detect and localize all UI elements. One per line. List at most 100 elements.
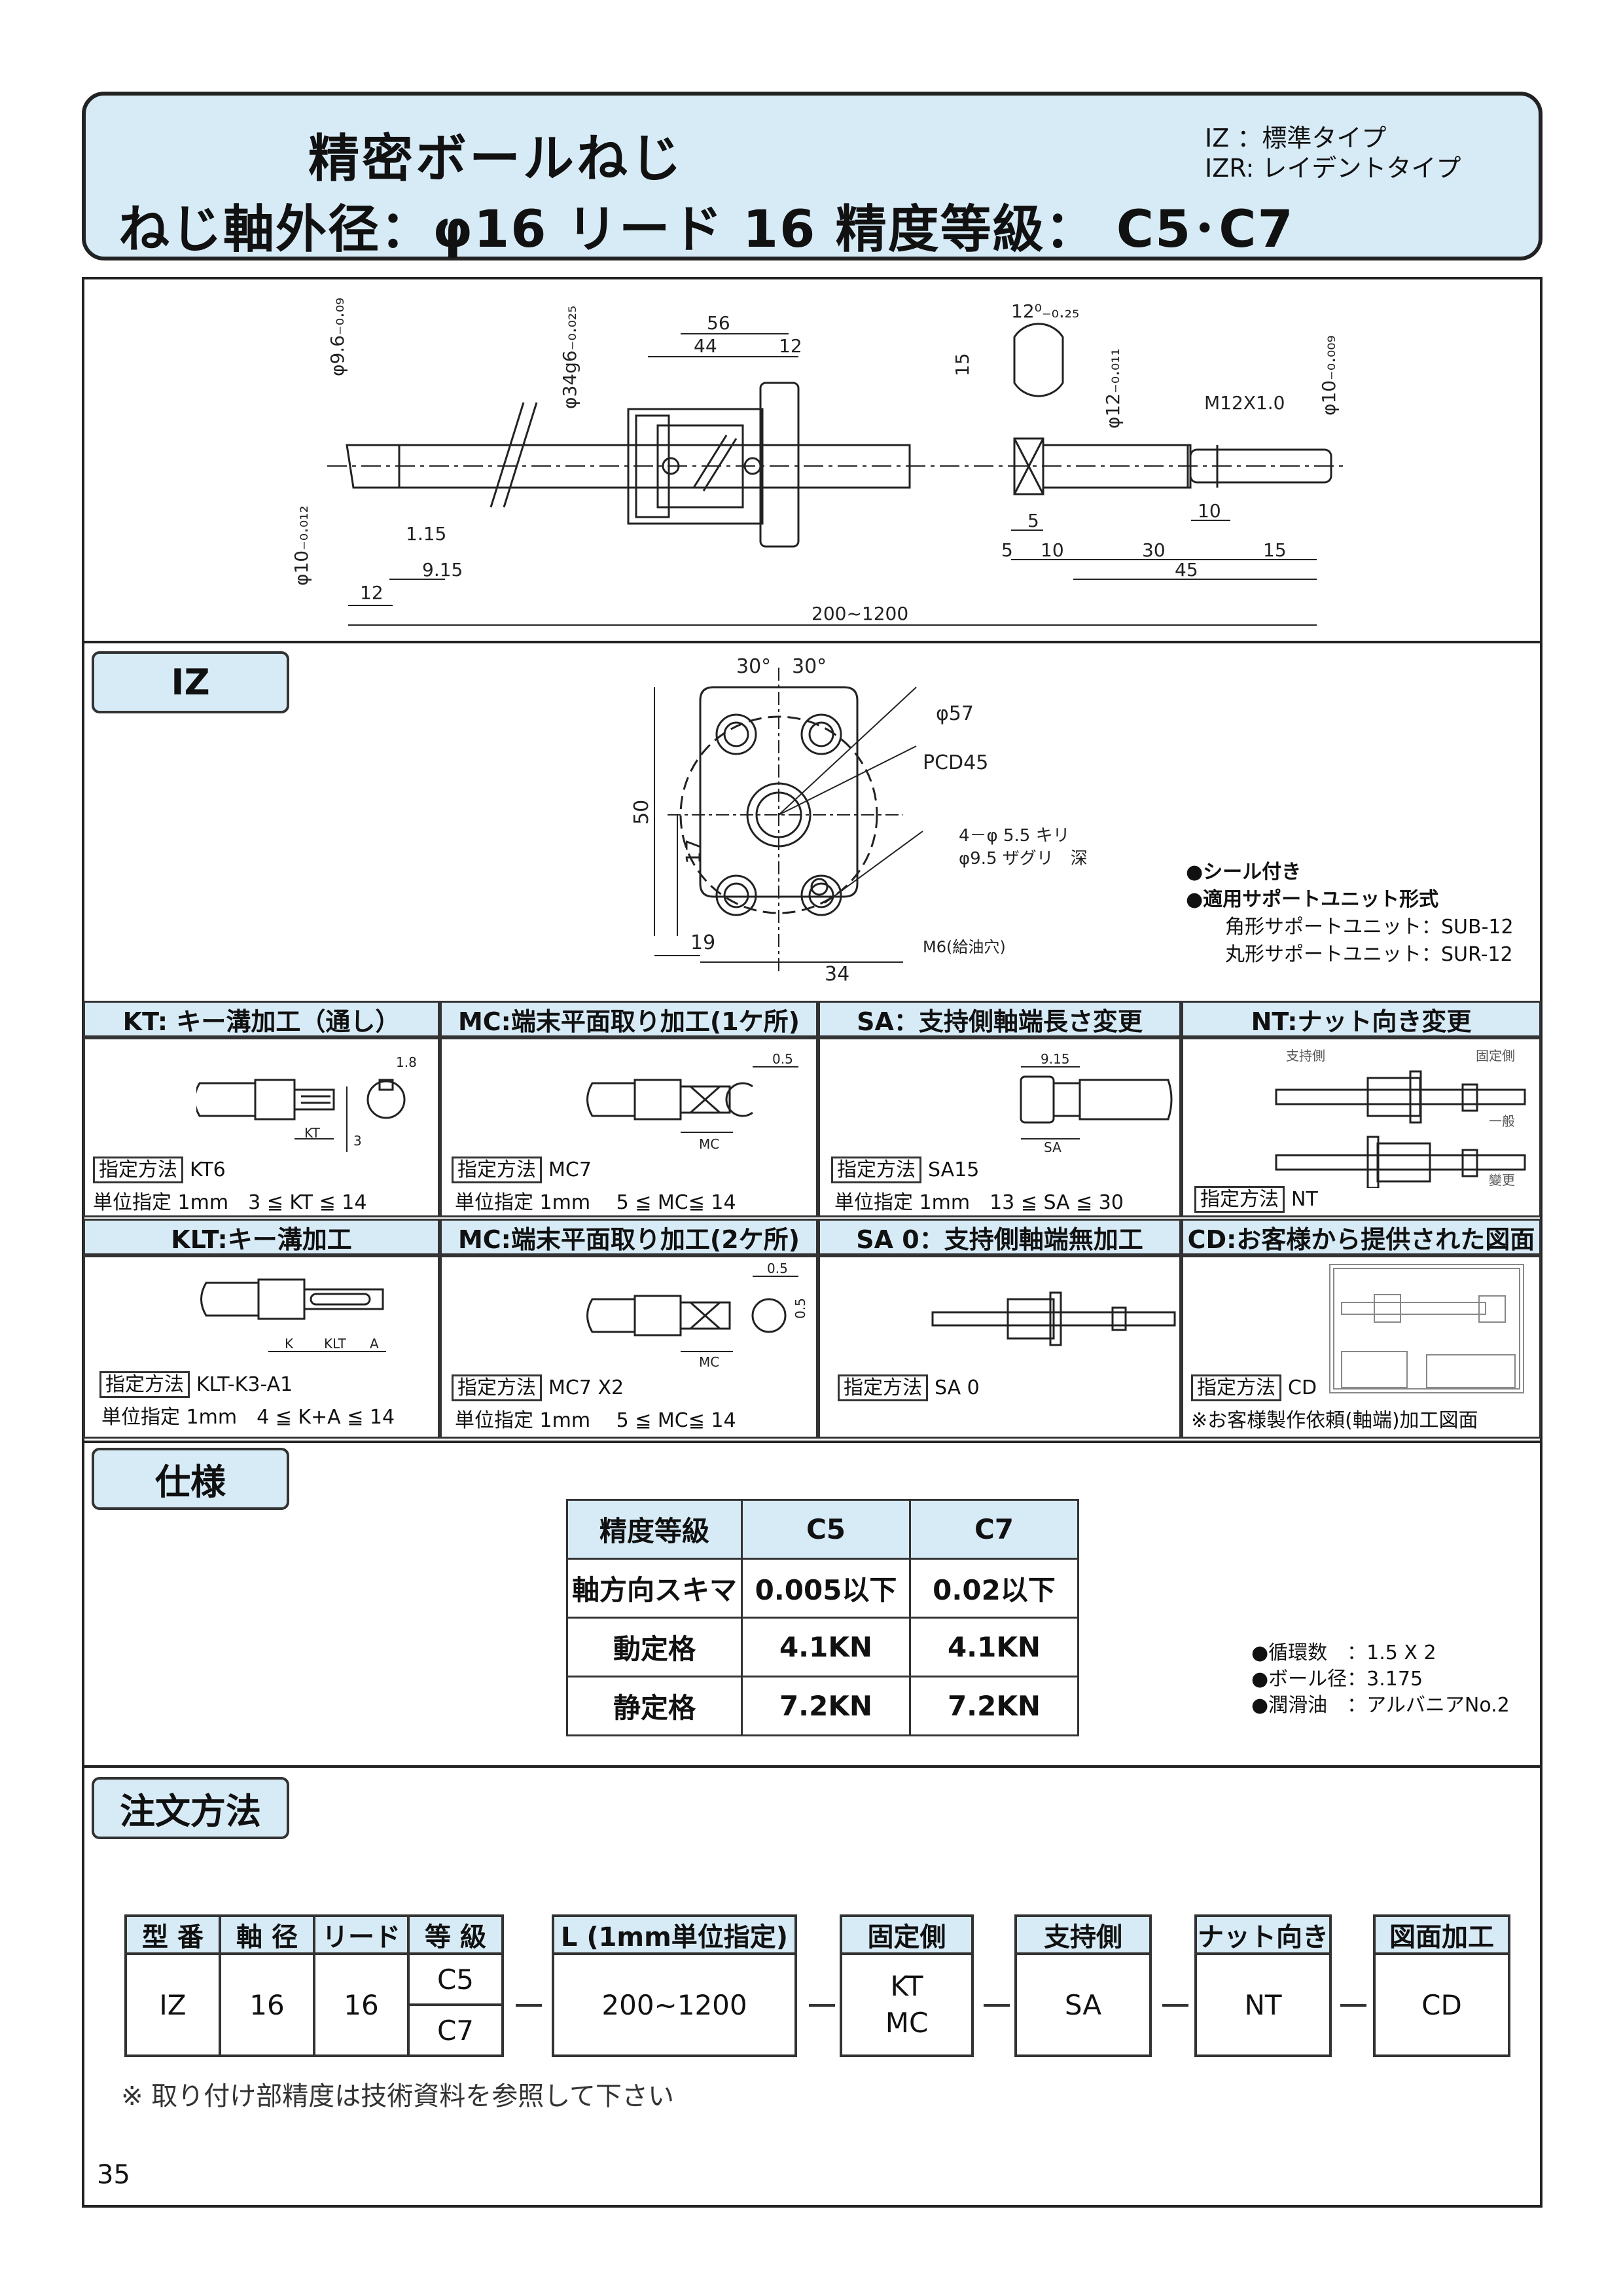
spec-value: MC7 xyxy=(548,1158,592,1181)
section-label-iz: IZ xyxy=(92,651,289,713)
order-header-model: 型 番 xyxy=(124,1914,221,1955)
table-row: 静定格 7.2KN 7.2KN xyxy=(566,1676,1079,1736)
nut-flange xyxy=(759,382,800,548)
bullet-lubricant: ●潤滑油 ：アルバニアNo.2 xyxy=(1251,1694,1510,1717)
ball-screw-drawing: 56 44 12 12⁰₋₀.₂₅ 15 φ9.6₋₀.₀₉ φ34g6₋₀.₀… xyxy=(291,298,1348,626)
option-cell-klt xyxy=(83,1255,440,1439)
spec-label: 指定方法 xyxy=(838,1374,928,1401)
order-header-support: 支持側 xyxy=(1014,1914,1152,1955)
order-value-grade-c5: C5 xyxy=(407,1952,504,2006)
dim-h50: 50 xyxy=(630,800,653,825)
dim-pcd: PCD45 xyxy=(923,751,988,774)
dim-phi10-right: φ10₋₀.₀₀₉ xyxy=(1318,335,1340,416)
kt-dim-18: 1.8 xyxy=(396,1054,417,1070)
section-label-order: 注文方法 xyxy=(92,1777,289,1839)
dim-dia57: φ57 xyxy=(936,702,974,725)
order-note: ※ 取り付け部精度は技術資料を参照して下さい xyxy=(121,2081,675,2111)
kt-spec: 指定方法 KT6 xyxy=(93,1153,226,1183)
spec-header-c5: C5 xyxy=(741,1499,911,1560)
dim-44: 44 xyxy=(694,335,717,357)
spec-cell: 4.1KN xyxy=(909,1617,1079,1677)
sa-drawing: 9.15 SA xyxy=(1020,1051,1173,1155)
dim-115: 1.15 xyxy=(406,523,446,545)
dim-15: 15 xyxy=(1263,539,1287,561)
bullet-seal: ●シール付き xyxy=(1186,861,1302,884)
dim-12: 12 xyxy=(779,335,802,357)
sa-dim-915: 9.15 xyxy=(1041,1051,1070,1067)
spec-cell: 静定格 xyxy=(566,1676,743,1736)
mc1-drawing: 0.5 MC xyxy=(586,1051,798,1152)
option-cell-mc2 xyxy=(440,1255,818,1439)
option-header-sa: SA：支持側軸端長さ変更 xyxy=(818,1001,1181,1037)
mc2-dim-05a: 0.5 xyxy=(767,1263,788,1276)
dim-h17: 17 xyxy=(683,839,705,864)
dim-holes2: φ9.5 ザグリ 深5.4 xyxy=(959,849,1086,869)
order-value-grade-c7: C7 xyxy=(407,2003,504,2057)
type-iz-note: IZ ：標準タイプ xyxy=(1205,124,1387,152)
sa-unit: 単位指定 1mm 13 ≦ SA ≦ 30 xyxy=(834,1191,1124,1214)
spec-label: 指定方法 xyxy=(831,1157,921,1183)
order-value-drawing: CD xyxy=(1373,1952,1510,2057)
mc1-spec: 指定方法 MC7 xyxy=(452,1153,592,1183)
flange-outline xyxy=(699,686,859,898)
dim-915: 9.15 xyxy=(422,559,463,581)
spec-value: CD xyxy=(1288,1376,1317,1399)
table-row: 軸方向スキマ 0.005以下 0.02以下 xyxy=(566,1558,1079,1619)
klt-dim-a: A xyxy=(370,1336,379,1352)
kt-dim-3: 3 xyxy=(353,1133,362,1149)
spec-label: 指定方法 xyxy=(452,1157,542,1183)
iz-bullets: ●シール付き ●適用サポートユニット形式 角形サポートユニット：SUB-12 丸… xyxy=(1186,859,1514,969)
option-cell-sa xyxy=(818,1037,1181,1217)
option-cell-mc1 xyxy=(440,1037,818,1217)
spec-header-grade: 精度等級 xyxy=(566,1499,743,1560)
dim-30: 30 xyxy=(1142,539,1166,561)
spec-table: 精度等級 C5 C7 軸方向スキマ 0.005以下 0.02以下 動定格 4.1… xyxy=(566,1499,1079,1736)
spec-label: 指定方法 xyxy=(93,1157,183,1183)
dim-holes1: 4－φ 5.5 キリ xyxy=(959,826,1070,846)
nt-support-side: 支持側 xyxy=(1286,1048,1325,1064)
option-header-kt: KT: キー溝加工（通し） xyxy=(83,1001,440,1037)
option-header-sa0: SA 0：支持側軸端無加工 xyxy=(818,1219,1181,1255)
bullet-support-unit: ●適用サポートユニット形式 xyxy=(1186,888,1439,911)
spec-value: KT6 xyxy=(190,1158,226,1181)
page-number: 35 xyxy=(97,2160,130,2190)
dim-5b: 5 xyxy=(1001,539,1013,561)
dim-phi96: φ9.6₋₀.₀₉ xyxy=(327,298,348,376)
option-cell-nt xyxy=(1181,1037,1541,1217)
order-value-nut: NT xyxy=(1194,1952,1332,2057)
order-header-drawing: 図面加工 xyxy=(1373,1914,1510,1955)
spec-label: 指定方法 xyxy=(1191,1374,1281,1401)
order-value-fixed: KT MC xyxy=(840,1952,974,2057)
order-header-lead: リード xyxy=(313,1914,410,1955)
dim-5: 5 xyxy=(1027,510,1039,531)
spec-cell: 0.02以下 xyxy=(909,1558,1079,1619)
option-header-mc2: MC:端末平面取り加工(2ケ所) xyxy=(440,1219,818,1255)
table-row: 動定格 4.1KN 4.1KN xyxy=(566,1617,1079,1677)
klt-unit: 単位指定 1mm 4 ≦ K+A ≦ 14 xyxy=(101,1406,395,1429)
cd-unit: ※お客様製作依頼(軸端)加工図面 xyxy=(1191,1409,1478,1432)
end-view xyxy=(1013,323,1064,397)
kt-dim-kt: KT xyxy=(304,1125,321,1141)
mc1-dim-05: 0.5 xyxy=(772,1051,793,1067)
mc2-drawing: 0.5 0.5 MC xyxy=(586,1263,808,1370)
spec-cell: 4.1KN xyxy=(741,1617,911,1677)
spec-cell: 7.2KN xyxy=(741,1676,911,1736)
order-header-fixed: 固定側 xyxy=(840,1914,974,1955)
spec-value: MC7 X2 xyxy=(548,1376,624,1399)
type-izr-note: IZR: レイデントタイプ xyxy=(1205,154,1461,183)
divider xyxy=(84,641,1540,643)
spec-header-c7: C7 xyxy=(909,1499,1079,1560)
option-header-klt: KLT:キー溝加工 xyxy=(83,1219,440,1255)
order-value-lead: 16 xyxy=(313,1952,410,2057)
option-cell-kt xyxy=(83,1037,440,1217)
order-value-model: IZ xyxy=(124,1952,221,2057)
dim-12-left: 12 xyxy=(360,582,383,603)
sa-dim-sa: SA xyxy=(1044,1139,1061,1155)
title-banner: 精密ボールねじ ねじ軸外径：φ16 リード 16 精度等級： C5･C7 IZ … xyxy=(82,92,1543,260)
nt-standard: 一般 xyxy=(1489,1113,1515,1129)
option-cell-sa0 xyxy=(818,1255,1181,1439)
bullet-sub12: 角形サポートユニット：SUB-12 xyxy=(1225,916,1514,939)
